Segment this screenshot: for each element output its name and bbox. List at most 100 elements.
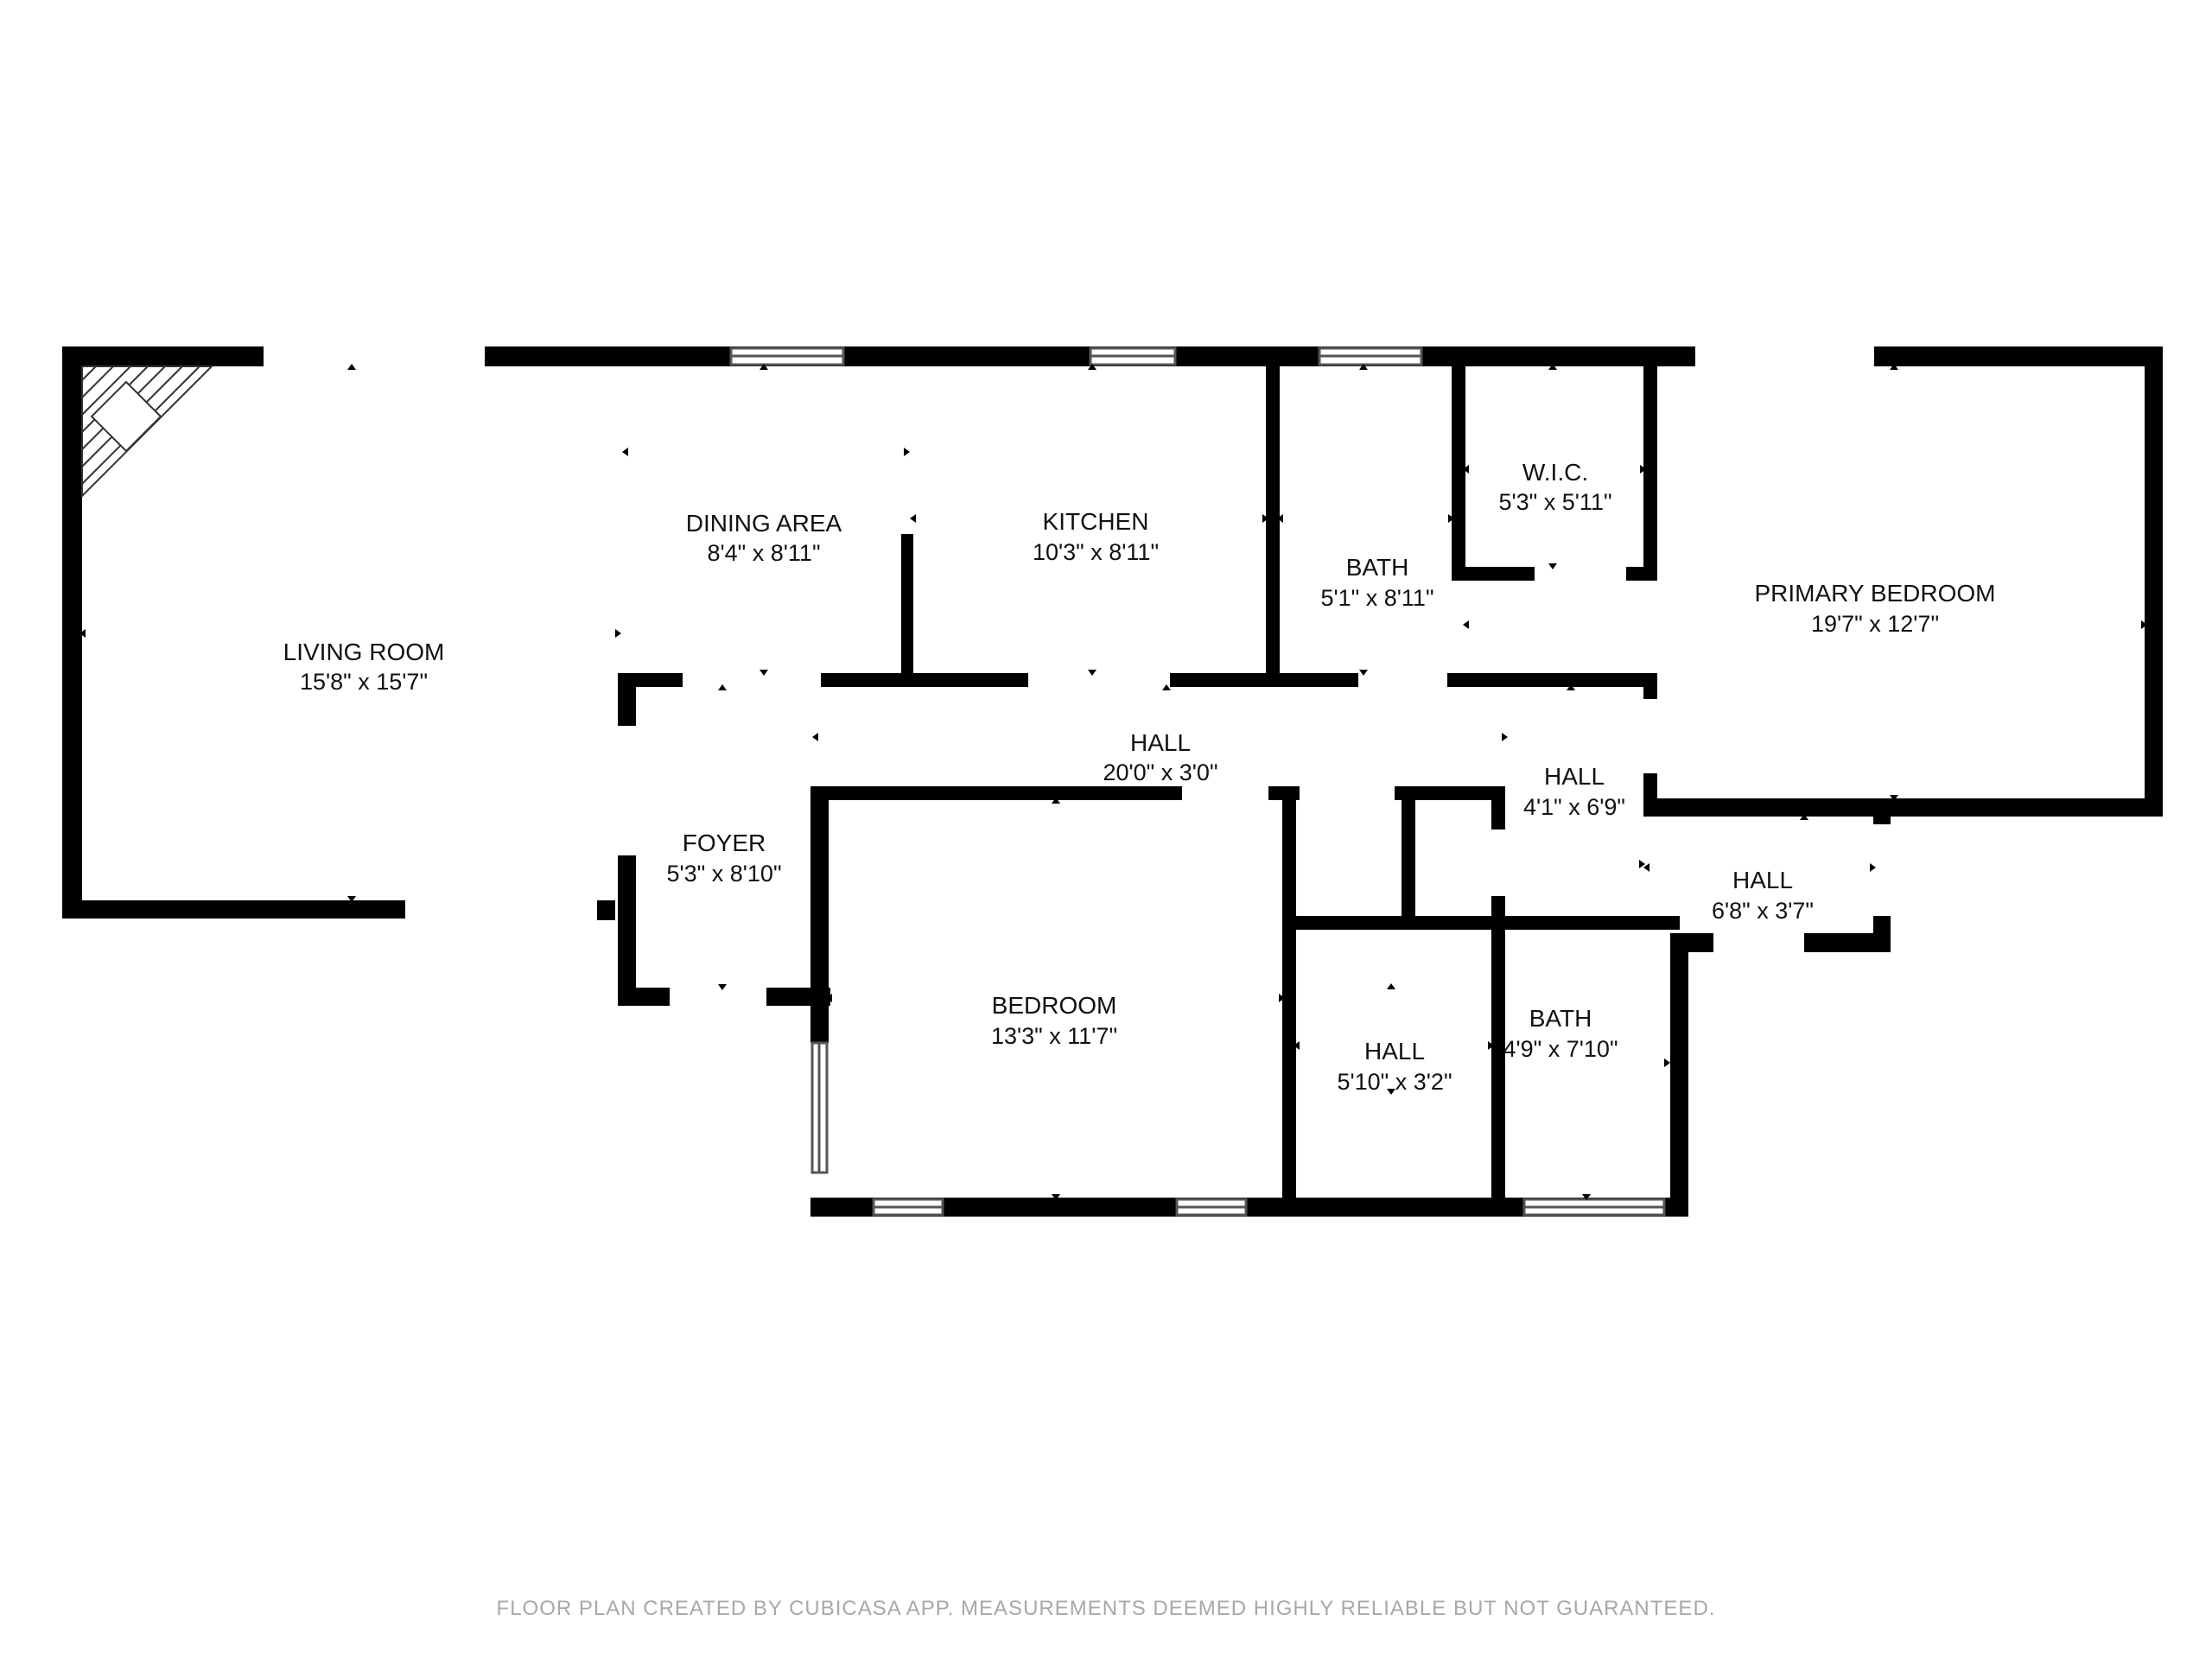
wall bbox=[1643, 366, 1657, 581]
tick bbox=[1582, 1194, 1591, 1200]
wall bbox=[1670, 933, 1688, 1217]
tick bbox=[1294, 1041, 1300, 1050]
tick bbox=[1277, 514, 1283, 523]
room-kitchen: KITCHEN 10'3" x 8'11" bbox=[1033, 508, 1159, 565]
room-hall-2: HALL 4'1" x 6'9" bbox=[1523, 763, 1625, 820]
room-dimensions: 4'9" x 7'10" bbox=[1503, 1036, 1618, 1062]
opening bbox=[1182, 786, 1268, 800]
wall bbox=[1395, 786, 1505, 800]
tick bbox=[1488, 1041, 1494, 1050]
room-bedroom: BEDROOM 13'3" x 11'7" bbox=[991, 992, 1117, 1049]
room-name: W.I.C. bbox=[1522, 459, 1588, 486]
room-name: HALL bbox=[1544, 763, 1605, 790]
room-name: KITCHEN bbox=[1043, 508, 1149, 535]
tick bbox=[718, 984, 727, 990]
tick bbox=[347, 896, 356, 902]
tick bbox=[812, 830, 818, 838]
room-foyer: FOYER 5'3" x 8'10" bbox=[666, 830, 781, 887]
tick bbox=[1639, 860, 1645, 868]
opening bbox=[405, 900, 597, 918]
opening bbox=[618, 726, 636, 855]
opening bbox=[1713, 933, 1804, 952]
tick bbox=[1582, 924, 1591, 930]
room-dimensions: 8'4" x 8'11" bbox=[707, 540, 820, 566]
room-living-room: LIVING ROOM 15'8" x 15'7" bbox=[283, 639, 445, 695]
tick bbox=[1088, 364, 1096, 370]
wall bbox=[1643, 798, 2163, 817]
tick bbox=[1890, 364, 1898, 370]
wall bbox=[810, 786, 1182, 800]
wall bbox=[821, 673, 1028, 687]
tick bbox=[1643, 863, 1649, 872]
room-bath-2: BATH 4'9" x 7'10" bbox=[1503, 1005, 1618, 1062]
room-name: HALL bbox=[1732, 867, 1793, 893]
tick bbox=[1548, 563, 1557, 569]
wall bbox=[1282, 786, 1296, 1210]
opening bbox=[1465, 581, 1479, 672]
room-dimensions: 19'7" x 12'7" bbox=[1811, 611, 1939, 637]
tick bbox=[910, 514, 916, 523]
tick bbox=[1359, 364, 1368, 370]
tick bbox=[904, 448, 910, 456]
room-dimensions: 4'1" x 6'9" bbox=[1523, 794, 1625, 820]
opening bbox=[1695, 346, 1874, 366]
room-name: PRIMARY BEDROOM bbox=[1754, 580, 1995, 607]
room-dimensions: 13'3" x 11'7" bbox=[991, 1023, 1117, 1049]
fireplace-icon bbox=[81, 365, 214, 499]
tick bbox=[1262, 514, 1268, 523]
tick bbox=[1463, 620, 1469, 629]
tick bbox=[826, 994, 832, 1002]
tick bbox=[1052, 798, 1060, 804]
wall bbox=[1804, 933, 1891, 952]
room-primary-bedroom: PRIMARY BEDROOM 19'7" x 12'7" bbox=[1754, 580, 1995, 637]
tick bbox=[79, 629, 86, 638]
wall bbox=[1491, 896, 1505, 1207]
wall bbox=[1266, 366, 1280, 686]
tick bbox=[1448, 514, 1454, 523]
wall bbox=[1452, 567, 1535, 581]
opening bbox=[670, 988, 766, 1006]
room-dimensions: 15'8" x 15'7" bbox=[300, 669, 428, 695]
wall bbox=[1282, 916, 1680, 930]
room-name: BATH bbox=[1346, 554, 1409, 581]
tick bbox=[1567, 918, 1575, 924]
room-dimensions: 5'10" x 3'2" bbox=[1337, 1069, 1452, 1095]
opening bbox=[1873, 824, 1891, 916]
wall bbox=[1447, 673, 1655, 687]
wall bbox=[2145, 346, 2163, 817]
opening bbox=[1296, 969, 1491, 982]
room-name: BEDROOM bbox=[992, 992, 1117, 1019]
wall bbox=[810, 1198, 1688, 1217]
room-name: HALL bbox=[1130, 729, 1191, 756]
tick bbox=[2141, 620, 2147, 629]
wall bbox=[901, 534, 913, 686]
wall bbox=[1452, 366, 1465, 581]
tick bbox=[1502, 733, 1508, 741]
walls bbox=[62, 346, 2163, 1217]
wall bbox=[1873, 798, 1891, 824]
wall bbox=[1491, 786, 1505, 830]
room-name: HALL bbox=[1364, 1038, 1425, 1065]
room-hall-main: HALL 20'0" x 3'0" bbox=[1103, 729, 1217, 785]
tick bbox=[1664, 1058, 1670, 1067]
wall bbox=[1643, 673, 1657, 699]
tick bbox=[1463, 465, 1469, 474]
tick bbox=[1279, 994, 1285, 1002]
room-name: LIVING ROOM bbox=[283, 639, 445, 665]
room-dimensions: 20'0" x 3'0" bbox=[1103, 760, 1217, 785]
openings bbox=[264, 346, 1891, 1096]
room-bath-1: BATH 5'1" x 8'11" bbox=[1320, 554, 1433, 611]
opening bbox=[1491, 830, 1505, 896]
tick bbox=[1387, 983, 1395, 989]
tick bbox=[760, 364, 768, 370]
room-dimensions: 6'8" x 3'7" bbox=[1712, 898, 1814, 924]
tick bbox=[615, 629, 621, 638]
tick bbox=[1548, 364, 1557, 370]
dimension-ticks bbox=[79, 364, 2147, 1200]
tick bbox=[760, 670, 768, 676]
room-name: DINING AREA bbox=[686, 510, 842, 537]
room-dimensions: 5'3" x 8'10" bbox=[666, 861, 781, 887]
tick bbox=[1567, 684, 1575, 690]
room-name: BATH bbox=[1529, 1005, 1592, 1032]
